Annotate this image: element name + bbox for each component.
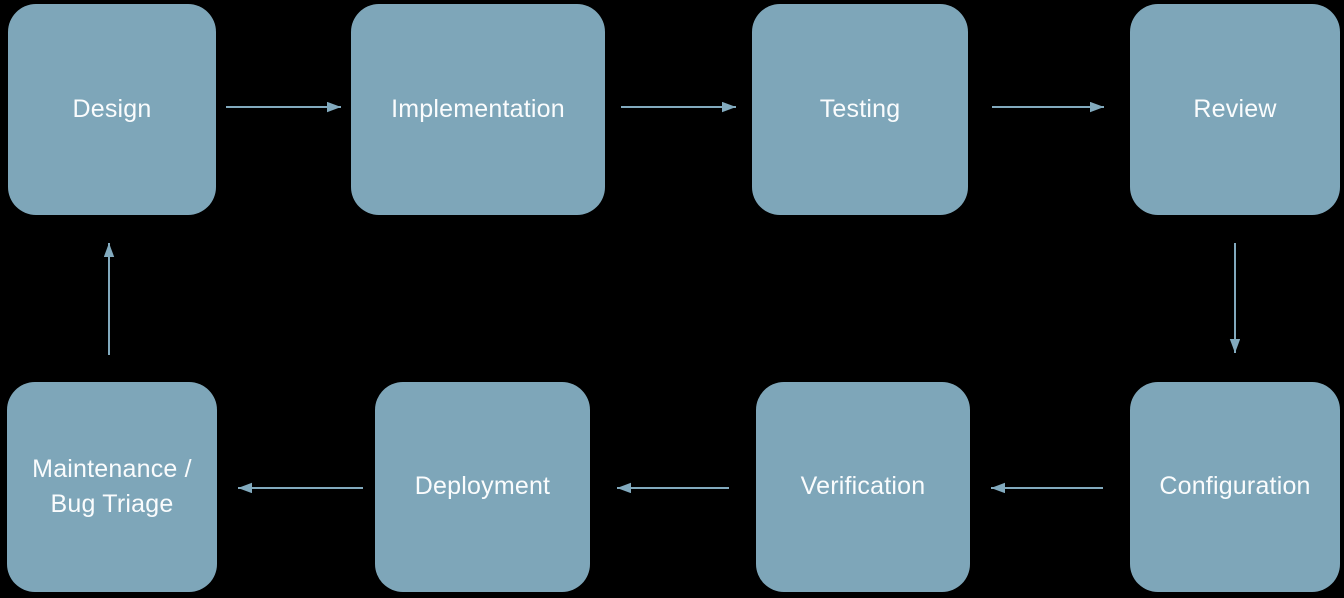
node-verification: Verification bbox=[756, 382, 970, 592]
node-label-design: Design bbox=[72, 94, 152, 123]
node-deployment: Deployment bbox=[375, 382, 590, 592]
node-testing: Testing bbox=[752, 4, 968, 215]
node-label-verification: Verification bbox=[800, 472, 926, 501]
node-label-configuration: Configuration bbox=[1159, 472, 1311, 501]
node-maintenance: Maintenance / Bug Triage bbox=[7, 382, 217, 592]
node-label-deployment: Deployment bbox=[414, 472, 551, 501]
node-review: Review bbox=[1130, 4, 1340, 215]
node-label-implementation: Implementation bbox=[391, 94, 565, 123]
node-label-testing: Testing bbox=[819, 94, 901, 123]
node-configuration: Configuration bbox=[1130, 382, 1340, 592]
node-implementation: Implementation bbox=[351, 4, 605, 215]
node-design: Design bbox=[8, 4, 216, 215]
node-label-review: Review bbox=[1193, 94, 1277, 123]
node-label-maintenance: Maintenance / Bug Triage bbox=[32, 454, 192, 519]
